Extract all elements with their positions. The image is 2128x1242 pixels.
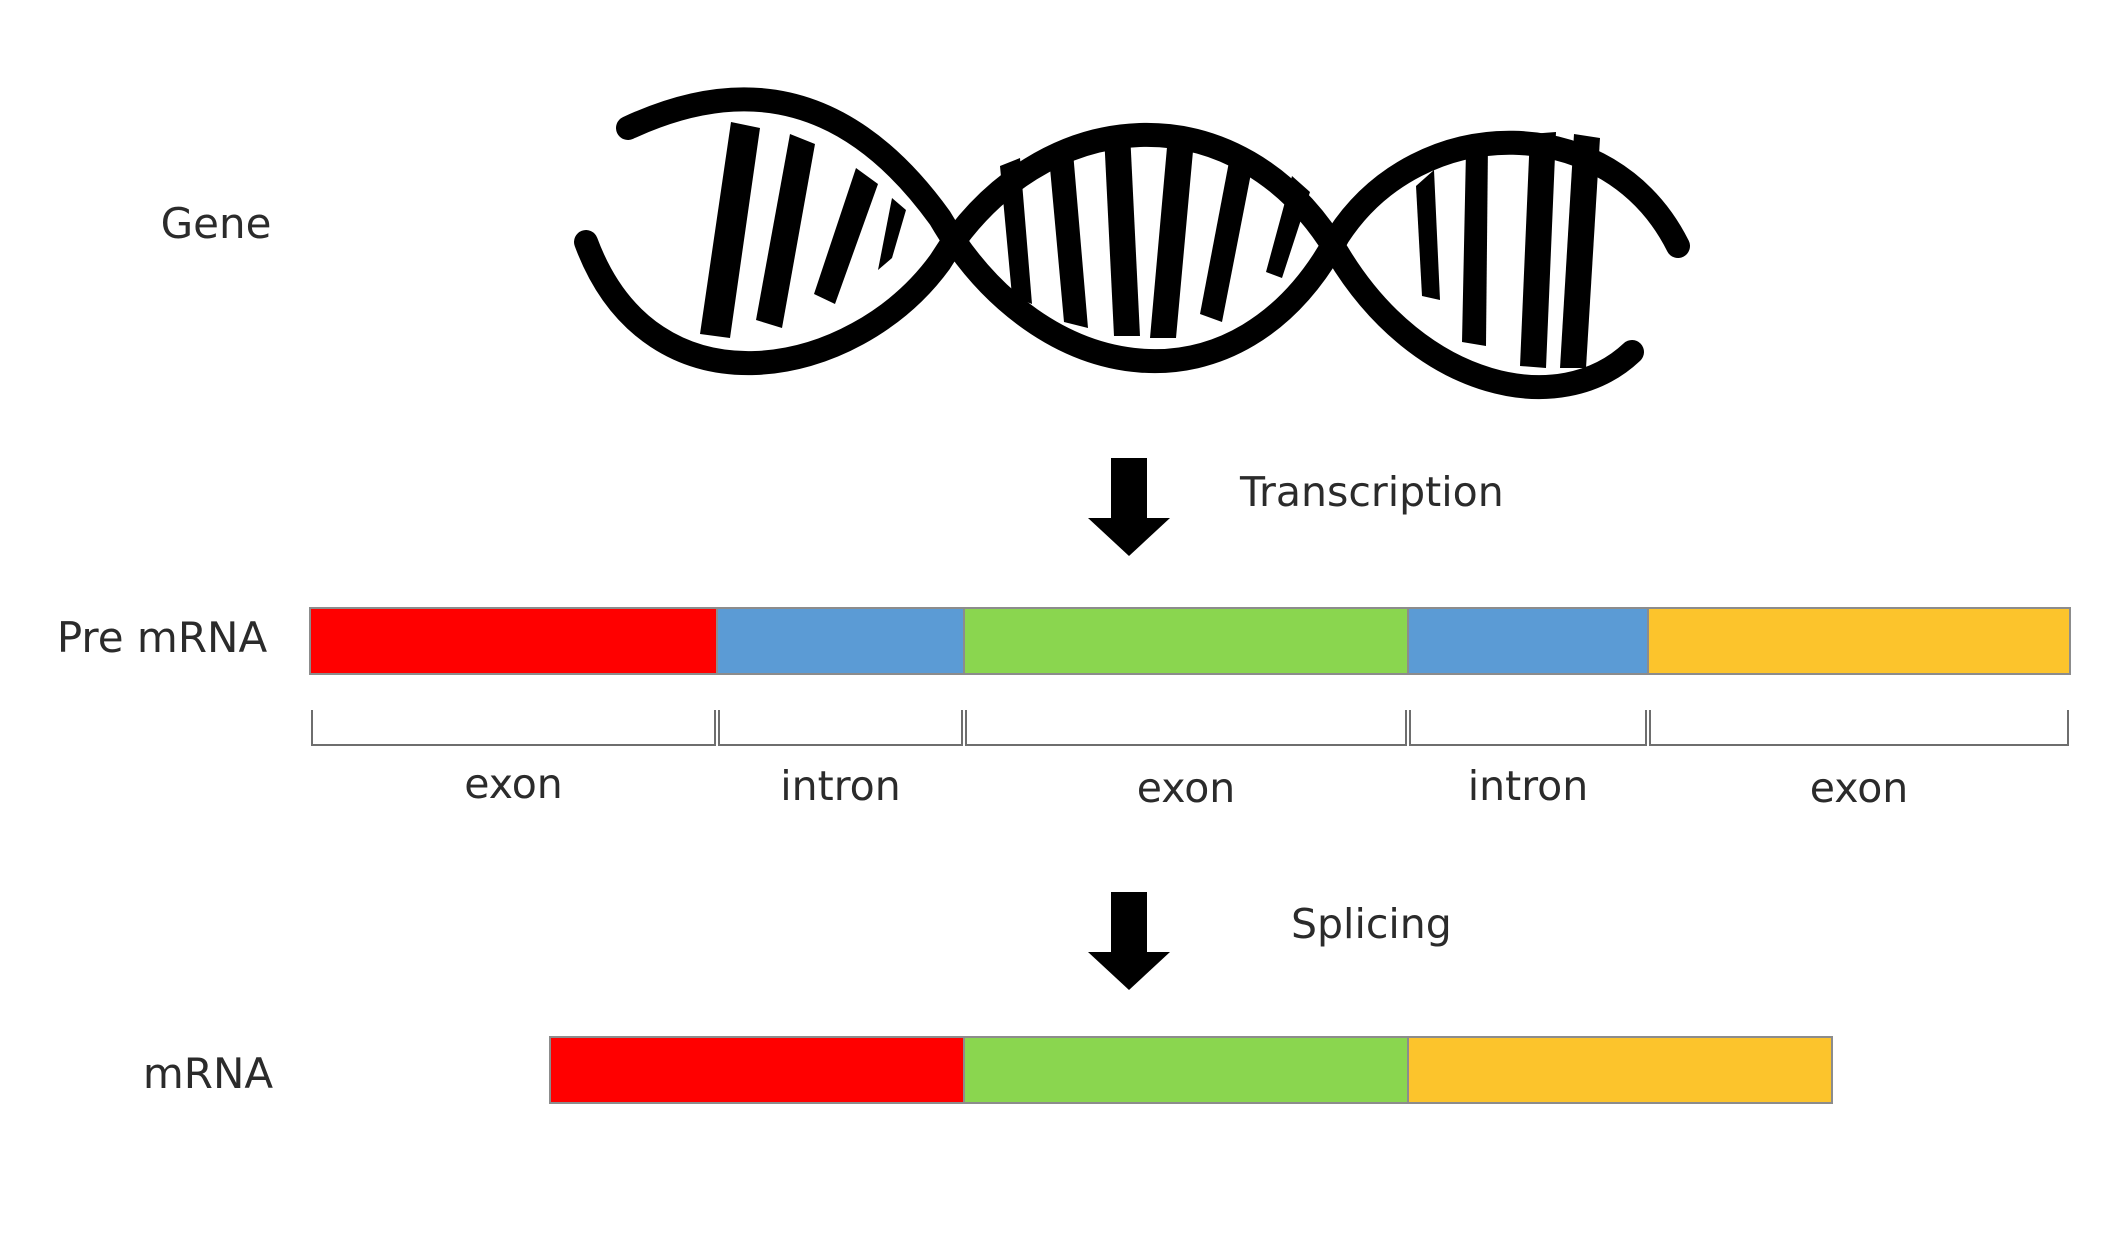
segment-brackets bbox=[311, 710, 2069, 746]
pre-mrna-label: Pre mRNA bbox=[57, 613, 268, 662]
mrna-bar bbox=[549, 1036, 1833, 1104]
pre-mrna-intron-segment bbox=[716, 607, 965, 675]
mrna-exon-segment bbox=[1407, 1036, 1833, 1104]
intron-label: intron bbox=[1468, 762, 1588, 810]
pre-mrna-exon-segment bbox=[963, 607, 1409, 675]
transcription-arrow-icon bbox=[1088, 458, 1170, 556]
splicing-arrow-icon bbox=[1088, 892, 1170, 990]
dna-backbones bbox=[574, 87, 1690, 400]
gene-label: Gene bbox=[161, 199, 272, 248]
mrna-exon-segment bbox=[963, 1036, 1409, 1104]
mrna-label: mRNA bbox=[143, 1049, 274, 1098]
exon-label: exon bbox=[1137, 764, 1236, 812]
segment-bracket bbox=[311, 710, 716, 746]
segment-labels: exon intron exon intron exon bbox=[464, 760, 1908, 812]
segment-bracket bbox=[965, 710, 1407, 746]
segment-bracket bbox=[718, 710, 963, 746]
segment-bracket bbox=[1409, 710, 1647, 746]
segment-bracket bbox=[1649, 710, 2069, 746]
exon-label: exon bbox=[464, 760, 563, 808]
exon-label: exon bbox=[1810, 764, 1909, 812]
pre-mrna-exon-segment bbox=[1647, 607, 2071, 675]
intron-label: intron bbox=[780, 762, 900, 810]
pre-mrna-exon-segment bbox=[309, 607, 718, 675]
transcription-label: Transcription bbox=[1239, 468, 1504, 516]
splicing-label: Splicing bbox=[1291, 900, 1452, 948]
pre-mrna-bar bbox=[309, 607, 2071, 675]
mrna-exon-segment bbox=[549, 1036, 965, 1104]
pre-mrna-intron-segment bbox=[1407, 607, 1649, 675]
dna-double-helix-icon bbox=[574, 87, 1690, 400]
